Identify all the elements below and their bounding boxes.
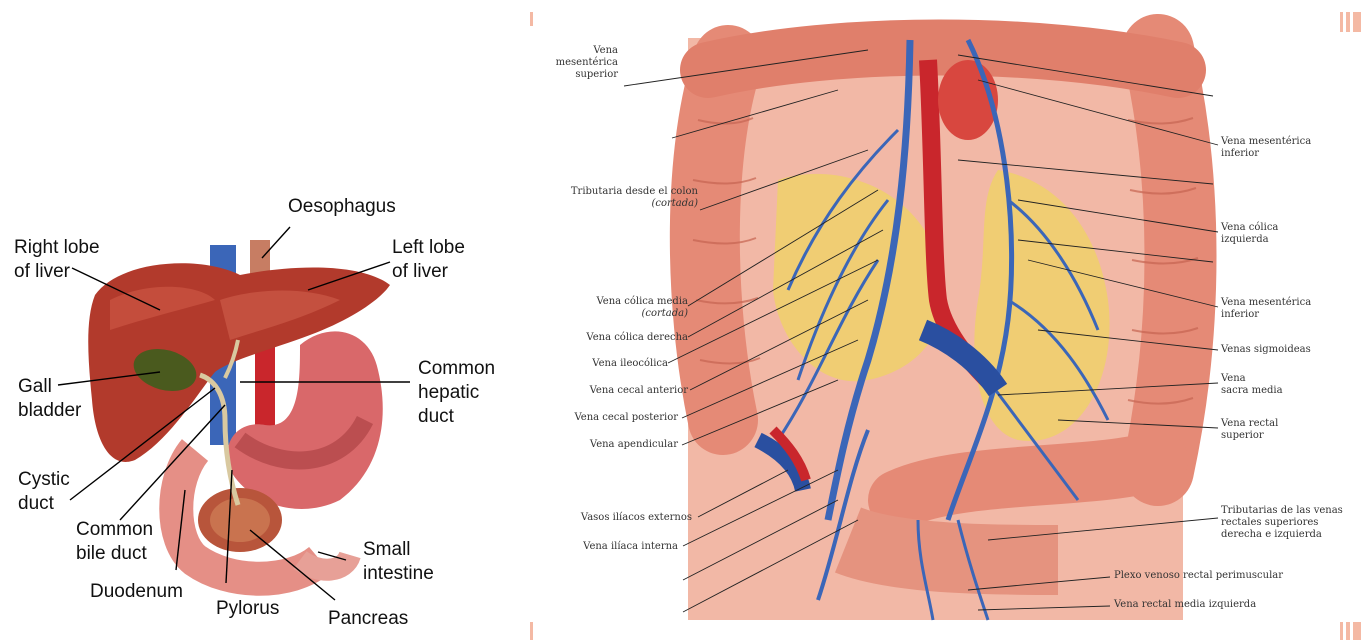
- colica-media-note-text: (cortada): [641, 308, 688, 319]
- tributaria-note-text: (cortada): [651, 198, 698, 209]
- label-vena-colica-media: Vena cólica media: [538, 296, 688, 308]
- label-vasos-iliacos-externos: Vasos ilíacos externos: [538, 512, 692, 524]
- ascending-colon: [705, 60, 728, 420]
- label-vena-mesenterica-inferior-1: Vena mesentérica inferior: [1221, 136, 1311, 160]
- venous-drainage-figure: Vena mesentérica superior Tributaria des…: [538, 0, 1365, 642]
- small-intestine-shape: [300, 555, 350, 570]
- sigmoid-colon: [898, 460, 1158, 500]
- label-right-lobe: Right lobe of liver: [14, 236, 100, 284]
- label-vena-rectal-media-izquierda: Vena rectal media izquierda: [1114, 599, 1256, 611]
- label-colica-media-note: (cortada): [538, 308, 688, 320]
- pancreas-texture: [210, 498, 270, 542]
- label-vena-colica-izquierda: Vena cólica izquierda: [1221, 222, 1278, 246]
- label-venas-sigmoideas: Venas sigmoideas: [1221, 344, 1311, 356]
- label-tributaria-note: (cortada): [538, 198, 698, 210]
- label-pancreas: Pancreas: [328, 607, 408, 631]
- liver-anatomy-figure: Oesophagus Right lobe of liver Left lobe…: [0, 0, 520, 642]
- label-duodenum: Duodenum: [90, 580, 183, 604]
- label-vena-apendicular: Vena apendicular: [538, 439, 678, 451]
- label-pylorus: Pylorus: [216, 597, 279, 621]
- label-plexo-venoso-rectal: Plexo venoso rectal perimuscular: [1114, 570, 1283, 582]
- label-vena-cecal-posterior: Vena cecal posterior: [538, 412, 678, 424]
- accent-bar-bottom-left: [530, 622, 533, 640]
- label-common-bile-duct: Common bile duct: [76, 518, 153, 566]
- rectum: [848, 540, 1058, 560]
- label-vena-rectal-superior: Vena rectal superior: [1221, 418, 1278, 442]
- label-vena-mesenterica-inferior-2: Vena mesentérica inferior: [1221, 297, 1311, 321]
- label-gall-bladder: Gall bladder: [18, 375, 81, 423]
- transverse-colon: [708, 48, 1178, 71]
- label-vena-ileocolica: Vena ileocólica: [538, 358, 668, 370]
- label-vena-cecal-anterior: Vena cecal anterior: [538, 385, 688, 397]
- label-vena-sacra-media: Vena sacra media: [1221, 373, 1283, 397]
- label-tributaria-colon: Tributaria desde el colon: [538, 186, 698, 198]
- label-tributarias-venas-rectales: Tributarias de las venas rectales superi…: [1221, 505, 1343, 541]
- label-left-lobe: Left lobe of liver: [392, 236, 465, 284]
- accent-bar-top-left: [530, 12, 533, 26]
- label-vena-mesenterica-superior: Vena mesentérica superior: [538, 45, 618, 81]
- label-oesophagus: Oesophagus: [288, 195, 396, 219]
- label-small-intestine: Small intestine: [363, 538, 434, 586]
- descending-colon: [1158, 50, 1181, 470]
- label-cystic-duct: Cystic duct: [18, 468, 70, 516]
- label-vena-iliaca-interna: Vena ilíaca interna: [538, 541, 678, 553]
- label-common-hepatic-duct: Common hepatic duct: [418, 357, 495, 429]
- label-vena-colica-derecha: Vena cólica derecha: [538, 332, 688, 344]
